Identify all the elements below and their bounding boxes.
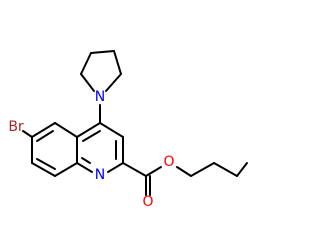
bond: [76, 122, 101, 138]
bond: [36, 158, 56, 170]
bond: [54, 122, 78, 138]
bond: [31, 122, 56, 138]
bond: [80, 52, 92, 75]
bond: [213, 162, 238, 177]
bond: [31, 162, 56, 177]
bond: [54, 162, 78, 177]
structural-formula-diagram: Br N N O O: [8, 50, 248, 210]
atom-labels: Br N N O O: [8, 89, 174, 210]
bond: [90, 50, 115, 54]
bond: [113, 50, 122, 75]
bond: [107, 162, 124, 173]
bond: [236, 162, 248, 177]
bond: [145, 166, 162, 177]
bond: [176, 166, 192, 177]
bond: [81, 157, 91, 164]
bond: [82, 130, 101, 142]
bond: [80, 73, 95, 92]
ester-oxygen-label: O: [163, 154, 174, 170]
bond: [99, 122, 124, 138]
bond: [76, 162, 93, 173]
bonds: [22, 50, 248, 196]
bond: [22, 130, 33, 138]
bond: [190, 162, 215, 177]
bond: [105, 73, 122, 92]
bromine-label: Br: [8, 119, 24, 135]
ring-nitrogen-label: N: [95, 167, 105, 183]
carbonyl-oxygen-label: O: [142, 194, 153, 210]
bond: [122, 162, 147, 177]
bond: [36, 130, 54, 142]
pyrrolidine-nitrogen-label: N: [95, 89, 105, 105]
